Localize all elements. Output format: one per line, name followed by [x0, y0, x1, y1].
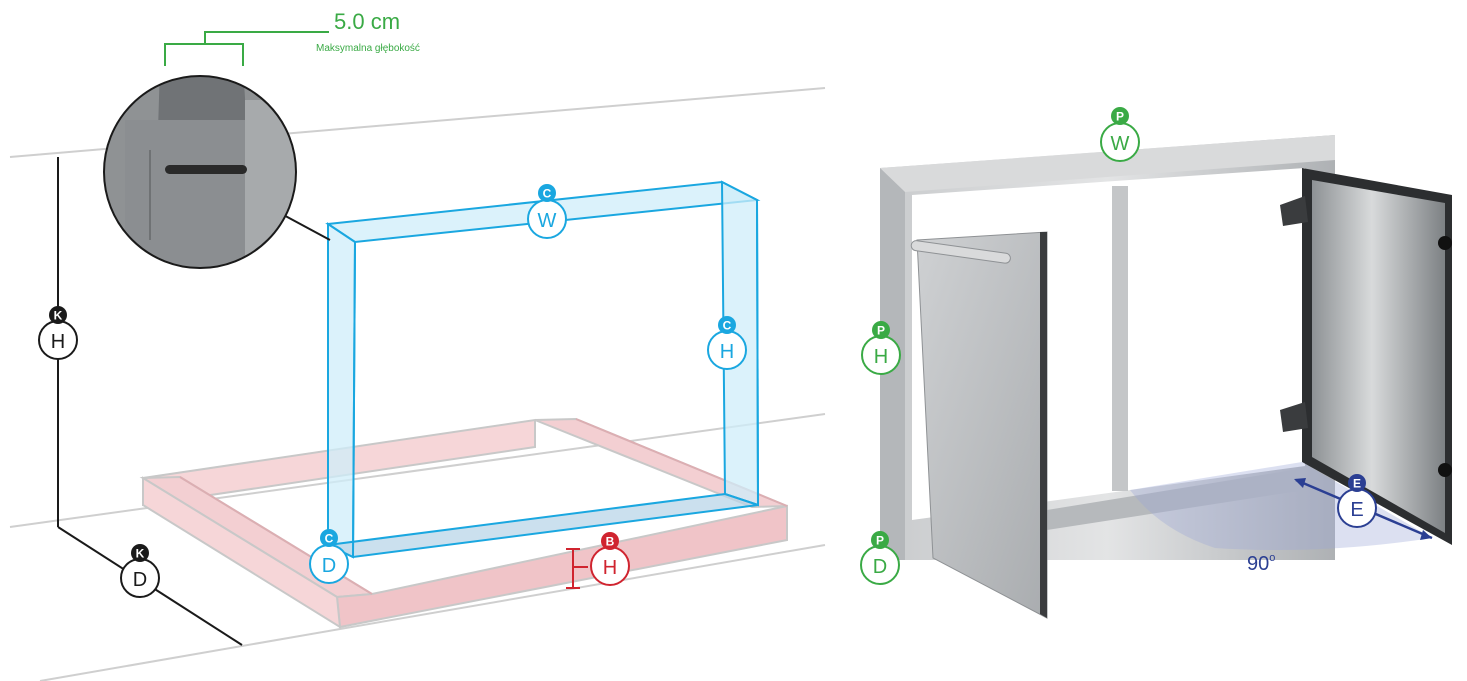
label-e-e-badge: E — [1353, 477, 1361, 491]
depth-callout-caption: Maksymalna głębokość — [316, 43, 420, 54]
label-c-h-letter: H — [720, 341, 734, 363]
label-e-e: E E — [1337, 474, 1377, 528]
label-p-d-badge: P — [876, 534, 884, 548]
label-c-h: H C — [707, 316, 747, 370]
label-k-d-letter: D — [133, 569, 147, 591]
base-frame — [139, 417, 788, 629]
label-p-w: W P — [1100, 107, 1140, 162]
label-k-d-badge: K — [136, 547, 145, 561]
label-c-d-badge: C — [325, 532, 334, 546]
label-p-w-badge: P — [1116, 110, 1124, 124]
label-p-h-badge: P — [877, 324, 885, 338]
label-b-h-letter: H — [603, 557, 617, 579]
depth-callout — [164, 31, 329, 66]
zoom-inset — [103, 75, 331, 269]
label-k-h: H K — [38, 306, 78, 360]
label-c-d: D C — [309, 529, 349, 584]
label-b-h-badge: B — [606, 535, 615, 549]
depth-callout-value: 5.0 cm — [334, 9, 400, 34]
label-c-d-letter: D — [322, 555, 336, 577]
swing-angle-value: 90o — [1247, 552, 1275, 575]
label-p-h-letter: H — [874, 346, 888, 368]
label-c-w: W C — [527, 184, 567, 239]
label-k-d: D K — [120, 544, 160, 598]
base-height-marker — [566, 548, 588, 589]
label-k-h-letter: H — [51, 331, 65, 353]
label-c-h-badge: C — [723, 319, 732, 333]
label-e-e-letter: E — [1350, 499, 1363, 521]
label-k-h-badge: K — [54, 309, 63, 323]
label-c-w-letter: W — [538, 210, 557, 232]
label-c-w-badge: C — [543, 187, 552, 201]
label-p-h: H P — [861, 321, 901, 375]
label-p-d-letter: D — [873, 556, 887, 578]
label-b-h: H B — [590, 532, 630, 586]
product-photo — [880, 135, 1452, 619]
label-p-w-letter: W — [1111, 133, 1130, 155]
label-p-d: D P — [860, 531, 900, 585]
